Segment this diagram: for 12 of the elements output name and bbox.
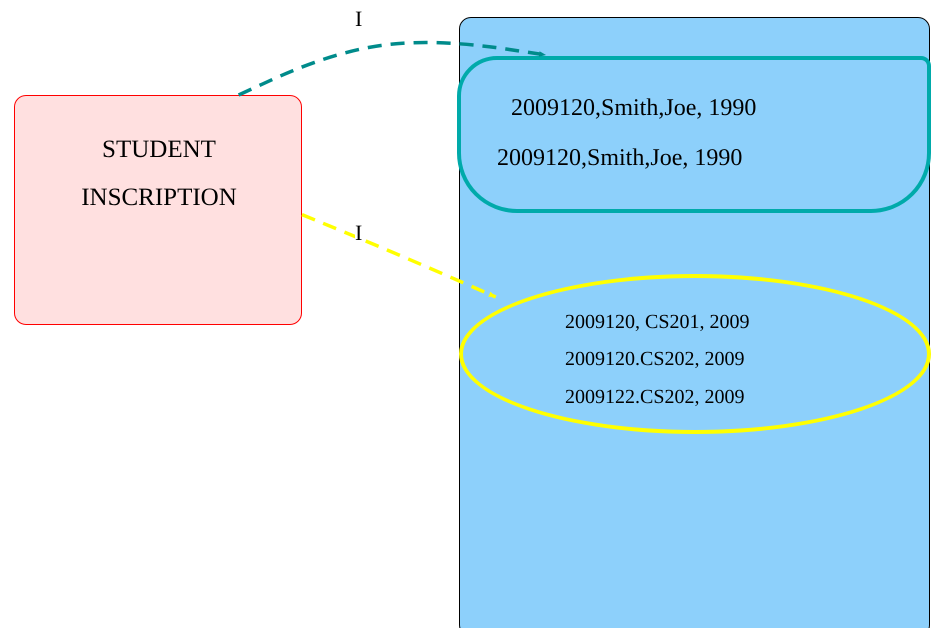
data-record: 2009120.CS202, 2009 <box>565 348 744 371</box>
student-box <box>14 95 302 325</box>
container-box <box>459 17 930 628</box>
dashed-arrow <box>301 212 496 299</box>
record-group <box>459 274 931 434</box>
node-label: STUDENT INSCRIPTION <box>80 135 238 213</box>
data-record: 2009120,Smith,Joe, 1990 <box>497 145 742 172</box>
data-record: 2009120, CS201, 2009 <box>565 311 750 334</box>
dashed-arrow <box>238 40 546 97</box>
record-group <box>457 56 931 213</box>
data-record: 2009120,Smith,Joe, 1990 <box>511 95 756 122</box>
data-record: 2009122.CS202, 2009 <box>565 386 744 409</box>
